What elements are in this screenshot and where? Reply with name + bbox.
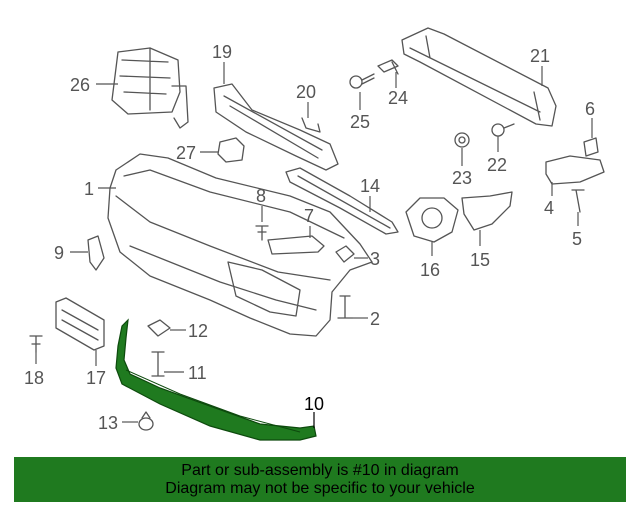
part-20-clip xyxy=(301,117,321,133)
callout-25: 25 xyxy=(350,112,370,132)
callout-24: 24 xyxy=(388,88,408,108)
part-19-upper-absorber xyxy=(213,83,339,171)
part-13-grommet xyxy=(138,411,154,431)
callout-26: 26 xyxy=(70,75,90,95)
part-9-side-clip xyxy=(87,235,105,271)
part-12-nut-clip xyxy=(147,319,171,337)
part-3-clip xyxy=(335,245,355,263)
callout-2: 2 xyxy=(370,309,380,329)
callout-27: 27 xyxy=(176,143,196,163)
part-22-screw xyxy=(491,123,515,137)
info-banner: Part or sub-assembly is #10 in diagram D… xyxy=(14,457,626,502)
callout-3: 3 xyxy=(370,249,380,269)
part-21-reinforcement-beam xyxy=(401,27,557,127)
callout-12: 12 xyxy=(188,321,208,341)
callout-8: 8 xyxy=(256,186,266,206)
part-25-bolt xyxy=(349,73,375,89)
part-17-plate-bracket xyxy=(55,297,105,351)
callout-19: 19 xyxy=(212,42,232,62)
part-1-bumper-cover xyxy=(107,153,373,337)
part-7-molding xyxy=(267,235,325,255)
callout-7: 7 xyxy=(304,206,314,226)
callout-23: 23 xyxy=(452,168,472,188)
callout-15: 15 xyxy=(470,250,490,270)
callout-18: 18 xyxy=(24,368,44,388)
callout-4: 4 xyxy=(544,198,554,218)
part-6-bracket xyxy=(583,137,599,157)
callout-16: 16 xyxy=(420,260,440,280)
banner-line-1: Part or sub-assembly is #10 in diagram xyxy=(181,461,459,479)
part-18-push-pin xyxy=(29,335,43,353)
callout-22: 22 xyxy=(487,155,507,175)
callout-14: 14 xyxy=(360,176,380,196)
part-2-bolt xyxy=(337,295,353,319)
banner-line-2: Diagram may not be specific to your vehi… xyxy=(165,479,475,497)
part-5-screw xyxy=(571,189,585,213)
part-23-nut xyxy=(454,132,470,148)
callout-17: 17 xyxy=(86,368,106,388)
parts-diagram: 26 19 20 27 25 24 21 6 22 2 xyxy=(24,27,605,441)
part-14-grille-strip xyxy=(285,167,399,235)
callout-13: 13 xyxy=(98,413,118,433)
callout-5: 5 xyxy=(572,229,582,249)
callout-6: 6 xyxy=(585,99,595,119)
callout-20: 20 xyxy=(296,82,316,102)
callout-21: 21 xyxy=(530,46,550,66)
callout-11: 11 xyxy=(188,363,207,383)
part-26-module xyxy=(111,47,189,129)
part-27-bracket xyxy=(217,137,245,163)
part-15-side-cover xyxy=(461,191,513,231)
part-16-fog-bezel xyxy=(405,197,459,243)
callout-10: 10 xyxy=(304,394,324,414)
callout-9: 9 xyxy=(54,243,64,263)
part-11-bolt xyxy=(151,351,165,377)
part-4-side-bracket xyxy=(545,155,605,185)
part-8-pin xyxy=(255,225,269,241)
part-24-stud xyxy=(377,59,399,75)
callout-1: 1 xyxy=(84,179,94,199)
